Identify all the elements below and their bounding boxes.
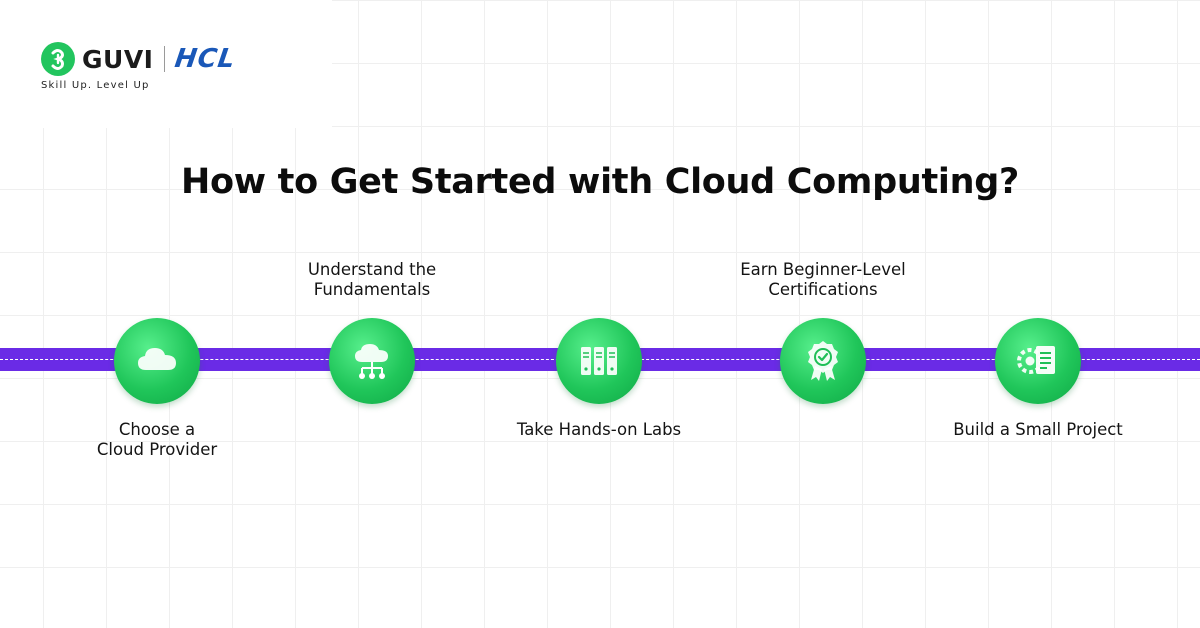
server-rack-icon <box>581 347 617 375</box>
step-5-node <box>995 318 1081 404</box>
page-title: How to Get Started with Cloud Computing? <box>181 162 1019 202</box>
logo-panel: GUVI HCL Skill Up. Level Up <box>0 0 332 128</box>
step-5-label: Build a Small Project <box>918 420 1158 440</box>
step-1-label-line-2: Cloud Provider <box>96 440 218 459</box>
step-2-label-line-2: Fundamentals <box>313 280 431 299</box>
step-4-label-line-2: Certifications <box>768 280 878 299</box>
step-3-label: Take Hands-on Labs <box>479 420 719 440</box>
cloud-network-icon <box>355 344 388 379</box>
step-3-label-line-1: Take Hands-on Labs <box>516 420 682 439</box>
step-2-label-line-1: Understand the <box>307 260 437 279</box>
step-5-label-line-1: Build a Small Project <box>953 420 1123 439</box>
step-1-label: Choose a Cloud Provider <box>37 420 277 460</box>
brand-divider <box>164 46 166 72</box>
step-4-label-line-1: Earn Beginner-Level <box>740 260 906 279</box>
brand-row: GUVI HCL <box>41 42 239 76</box>
step-3-node <box>556 318 642 404</box>
brand-tagline: Skill Up. Level Up <box>41 80 150 91</box>
hcl-wordmark: HCL <box>173 44 239 74</box>
guvi-logo-icon <box>41 42 75 76</box>
project-gear-document-icon <box>1017 346 1055 374</box>
step-2-node <box>329 318 415 404</box>
step-1-node <box>114 318 200 404</box>
certificate-badge-icon <box>808 341 838 381</box>
step-1-label-line-1: Choose a <box>118 420 196 439</box>
step-4-label: Earn Beginner-Level Certifications <box>703 260 943 300</box>
step-2-label: Understand the Fundamentals <box>252 260 492 300</box>
step-4-node <box>780 318 866 404</box>
guvi-wordmark: GUVI <box>82 44 154 74</box>
cloud-icon <box>138 348 176 370</box>
